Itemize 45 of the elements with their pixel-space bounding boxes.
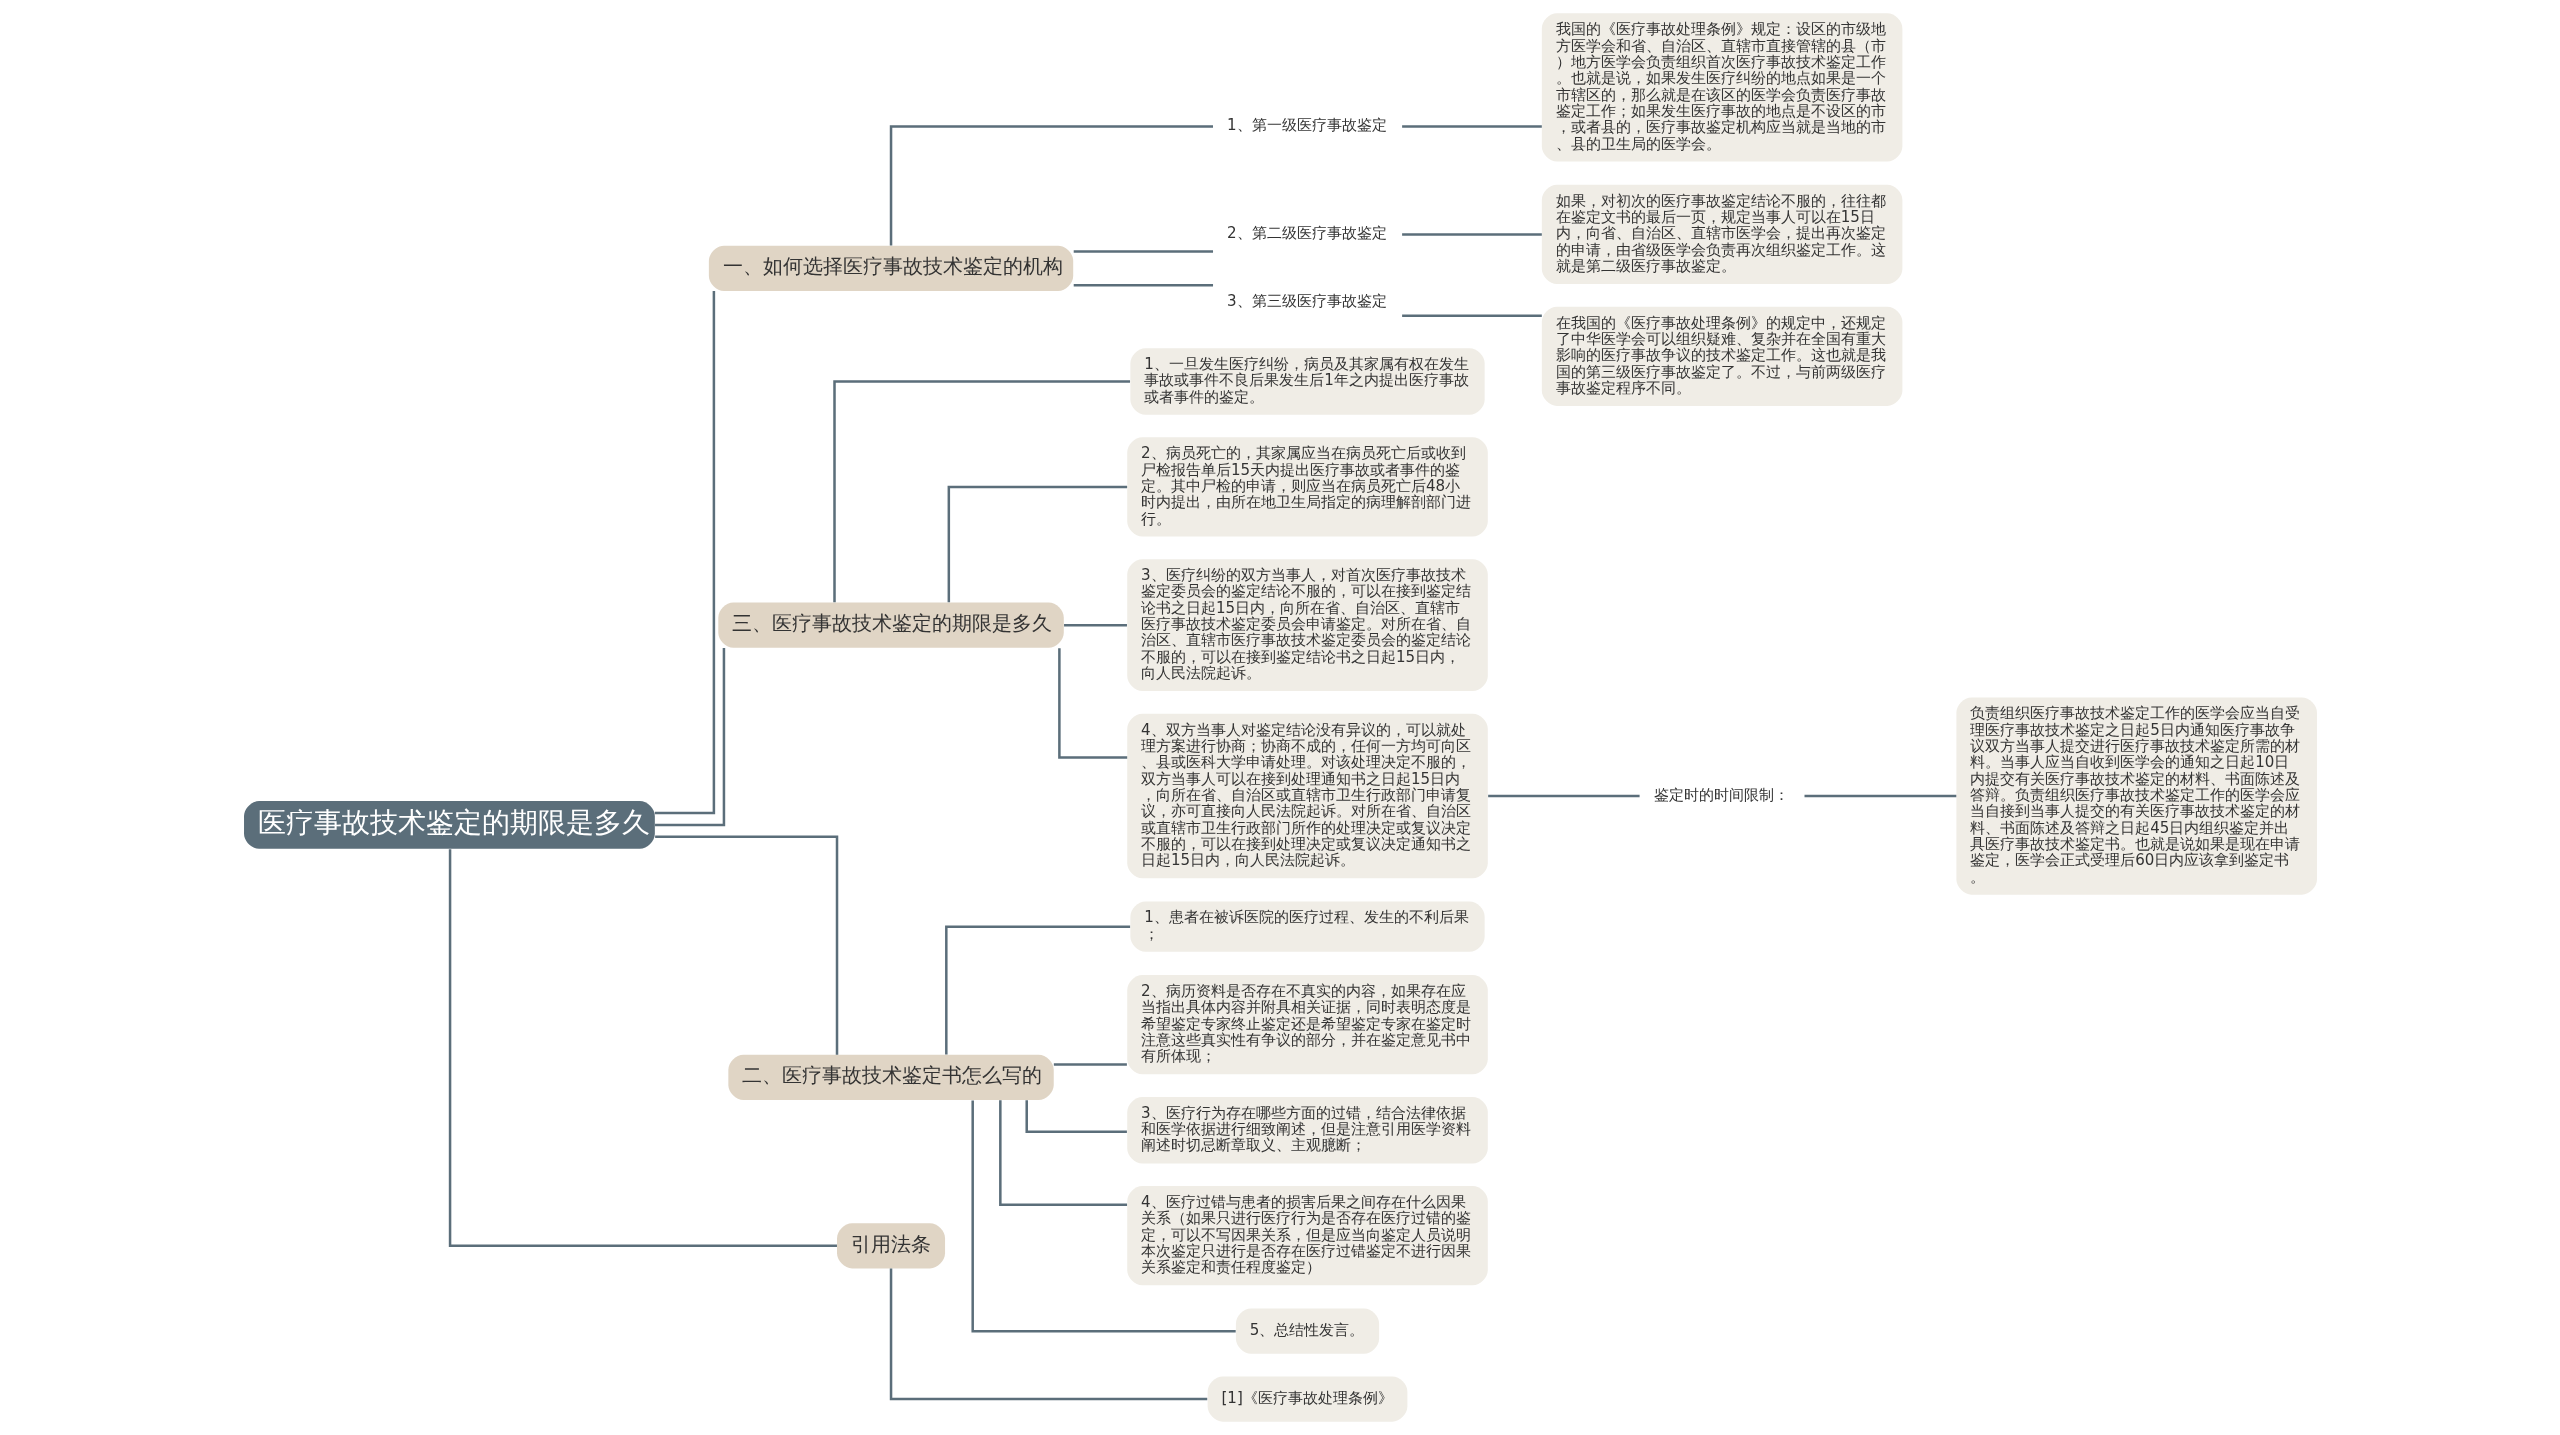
node-box: 3、医疗纠纷的双方当事人，对首次医疗事故技术鉴定委员会的鉴定结论不服的，可以在接到鉴定结论书之日起15日内，向所在省、自治区、直辖市医疗事故技术鉴定委员会申请鉴定。对所在省、自治区、直辖市医疗事故技术鉴定委员会的鉴定结论不服的，可以在接到鉴定结论书之日起15日内，向人民法院起诉。 — [1126, 559, 1488, 692]
connector — [889, 125, 1213, 246]
node-box: 2、病员死亡的，其家属应当在病员死亡后或收到尸检报告单后15天内提出医疗事故或者事件的鉴定。其中尸检的申请，则应当在病员死亡后48小时内提出，由所在地卫生局指定的病理解剖部门进行。 — [1126, 437, 1488, 537]
node-box: 二、医疗事故技术鉴定书怎么写的 — [727, 1054, 1054, 1101]
connector — [1057, 648, 1127, 759]
node-box: 4、医疗过错与患者的损害后果之间存在什么因果关系（如果只进行医疗行为是否存在医疗过错的鉴定，可以不写因果关系，但是应当向鉴定人员说明本次鉴定只进行是否存在医疗过错鉴定不进行因果关系鉴定和责任程度鉴定） — [1126, 1186, 1488, 1286]
node-box: 我国的《医疗事故处理条例》规定：设区的市级地方医学会和省、自治区、直辖市直接管辖的县（市）地方医学会负责组织首次医疗事故技术鉴定工作。也就是说，如果发生医疗纠纷的地点如果是一个市辖区的，那么就是在该区的医学会负责医疗事故鉴定工作；如果发生医疗事故的地点是不设区的市，或者县的，医疗事故鉴定机构应当就是当地的市、县的卫生局的医学会。 — [1541, 13, 1902, 162]
connector — [654, 835, 838, 1055]
connector — [1487, 794, 1640, 798]
node-box: 负责组织医疗事故技术鉴定工作的医学会应当自受理医疗事故技术鉴定之日起5日内通知医疗事故争议双方当事人提交进行医疗事故技术鉴定所需的材料。当事人应当自收到医学会的通知之日起10日内提交有关医疗事故技术鉴定的材料、书面陈述及答辩。负责组织医疗事故技术鉴定工作的医学会应当自接到当事人提交的有关医疗事故技术鉴定的材料、书面陈述及答辩之日起45日内组织鉴定并出具医疗事故技术鉴定书。也就是说如果是现在申请鉴定，医学会正式受理后60日内应该拿到鉴定书。 — [1955, 697, 2317, 895]
node-box: 1、患者在被诉医院的医疗过程、发生的不利后果； — [1129, 901, 1485, 952]
node-text: 1、第一级医疗事故鉴定 — [1226, 116, 1387, 135]
node-box: 引用法条 — [836, 1223, 945, 1269]
connector — [832, 380, 1130, 603]
connector — [1804, 794, 1956, 798]
node-box: 4、双方当事人对鉴定结论没有异议的，可以就处理方案进行协商；协商不成的，任何一方均可向区、县或医科大学申请处理。对该处理决定不服的，双方当事人可以在接到处理通知书之日起15日内，向所在省、自治区或直辖市卫生行政部门申请复议，亦可直接向人民法院起诉。对所在省、自治区或直辖市卫生行政部门所作的处理决定或复议决定不服的，可以在接到处理决定或复议决定通知书之日起15日内，向人民法院起诉。 — [1126, 713, 1488, 879]
connector — [1401, 125, 1542, 128]
connector — [947, 485, 1127, 603]
node-box: [1]《医疗事故处理条例》 — [1207, 1376, 1407, 1422]
node-box: 如果，对初次的医疗事故鉴定结论不服的，往往都在鉴定文书的最后一页，规定当事人可以在15日内，向省、自治区、直辖市医学会，提出再次鉴定的申请，由省级医学会负责再次组织鉴定工作。这就是第二级医疗事故鉴定。 — [1541, 184, 1902, 285]
connector — [889, 1268, 1207, 1401]
node-text: 3、第三级医疗事故鉴定 — [1226, 292, 1387, 311]
connector — [1401, 314, 1542, 318]
connector — [448, 849, 837, 1248]
node-box: 三、医疗事故技术鉴定的期限是多久 — [717, 602, 1064, 648]
node-box: 3、医疗行为存在哪些方面的过错，结合法律依据和医学依据进行细致阐述，但是注意引用医学资料阐述时切忌断章取义、主观臆断； — [1126, 1096, 1488, 1164]
node-box: 在我国的《医疗事故处理条例》的规定中，还规定了中华医学会可以组织疑难、复杂并在全国有重大影响的医疗事故争议的技术鉴定工作。这也就是我国的第三级医疗事故鉴定了。不过，与前两级医疗事故鉴定程序不同。 — [1541, 306, 1902, 406]
connector — [944, 925, 1130, 1055]
node-box: 医疗事故技术鉴定的期限是多久 — [243, 801, 655, 849]
connector — [1073, 250, 1213, 253]
node-box: 一、如何选择医疗事故技术鉴定的机构 — [708, 245, 1073, 291]
connector — [1053, 1063, 1127, 1066]
node-box: 5、总结性发言。 — [1235, 1308, 1379, 1354]
connector — [998, 1100, 1127, 1206]
node-box: 2、病历资料是否存在不真实的内容，如果存在应当指出具体内容并附具相关证据，同时表明态度是希望鉴定专家终止鉴定还是希望鉴定专家在鉴定时注意这些真实性有争议的部分，并在鉴定意见书中有所体现； — [1126, 975, 1488, 1075]
node-box: 1、一旦发生医疗纠纷，病员及其家属有权在发生事故或事件不良后果发生后1年之内提出医疗事故或者事件的鉴定。 — [1129, 348, 1485, 415]
connector — [1024, 1100, 1127, 1134]
connector — [1401, 233, 1542, 236]
connector — [1073, 284, 1213, 287]
connector — [654, 648, 725, 827]
connector — [970, 1100, 1236, 1333]
node-text: 鉴定时的时间限制： — [1653, 785, 1789, 804]
node-text: 2、第二级医疗事故鉴定 — [1226, 224, 1387, 243]
connector — [1063, 623, 1127, 627]
connector — [654, 291, 715, 815]
